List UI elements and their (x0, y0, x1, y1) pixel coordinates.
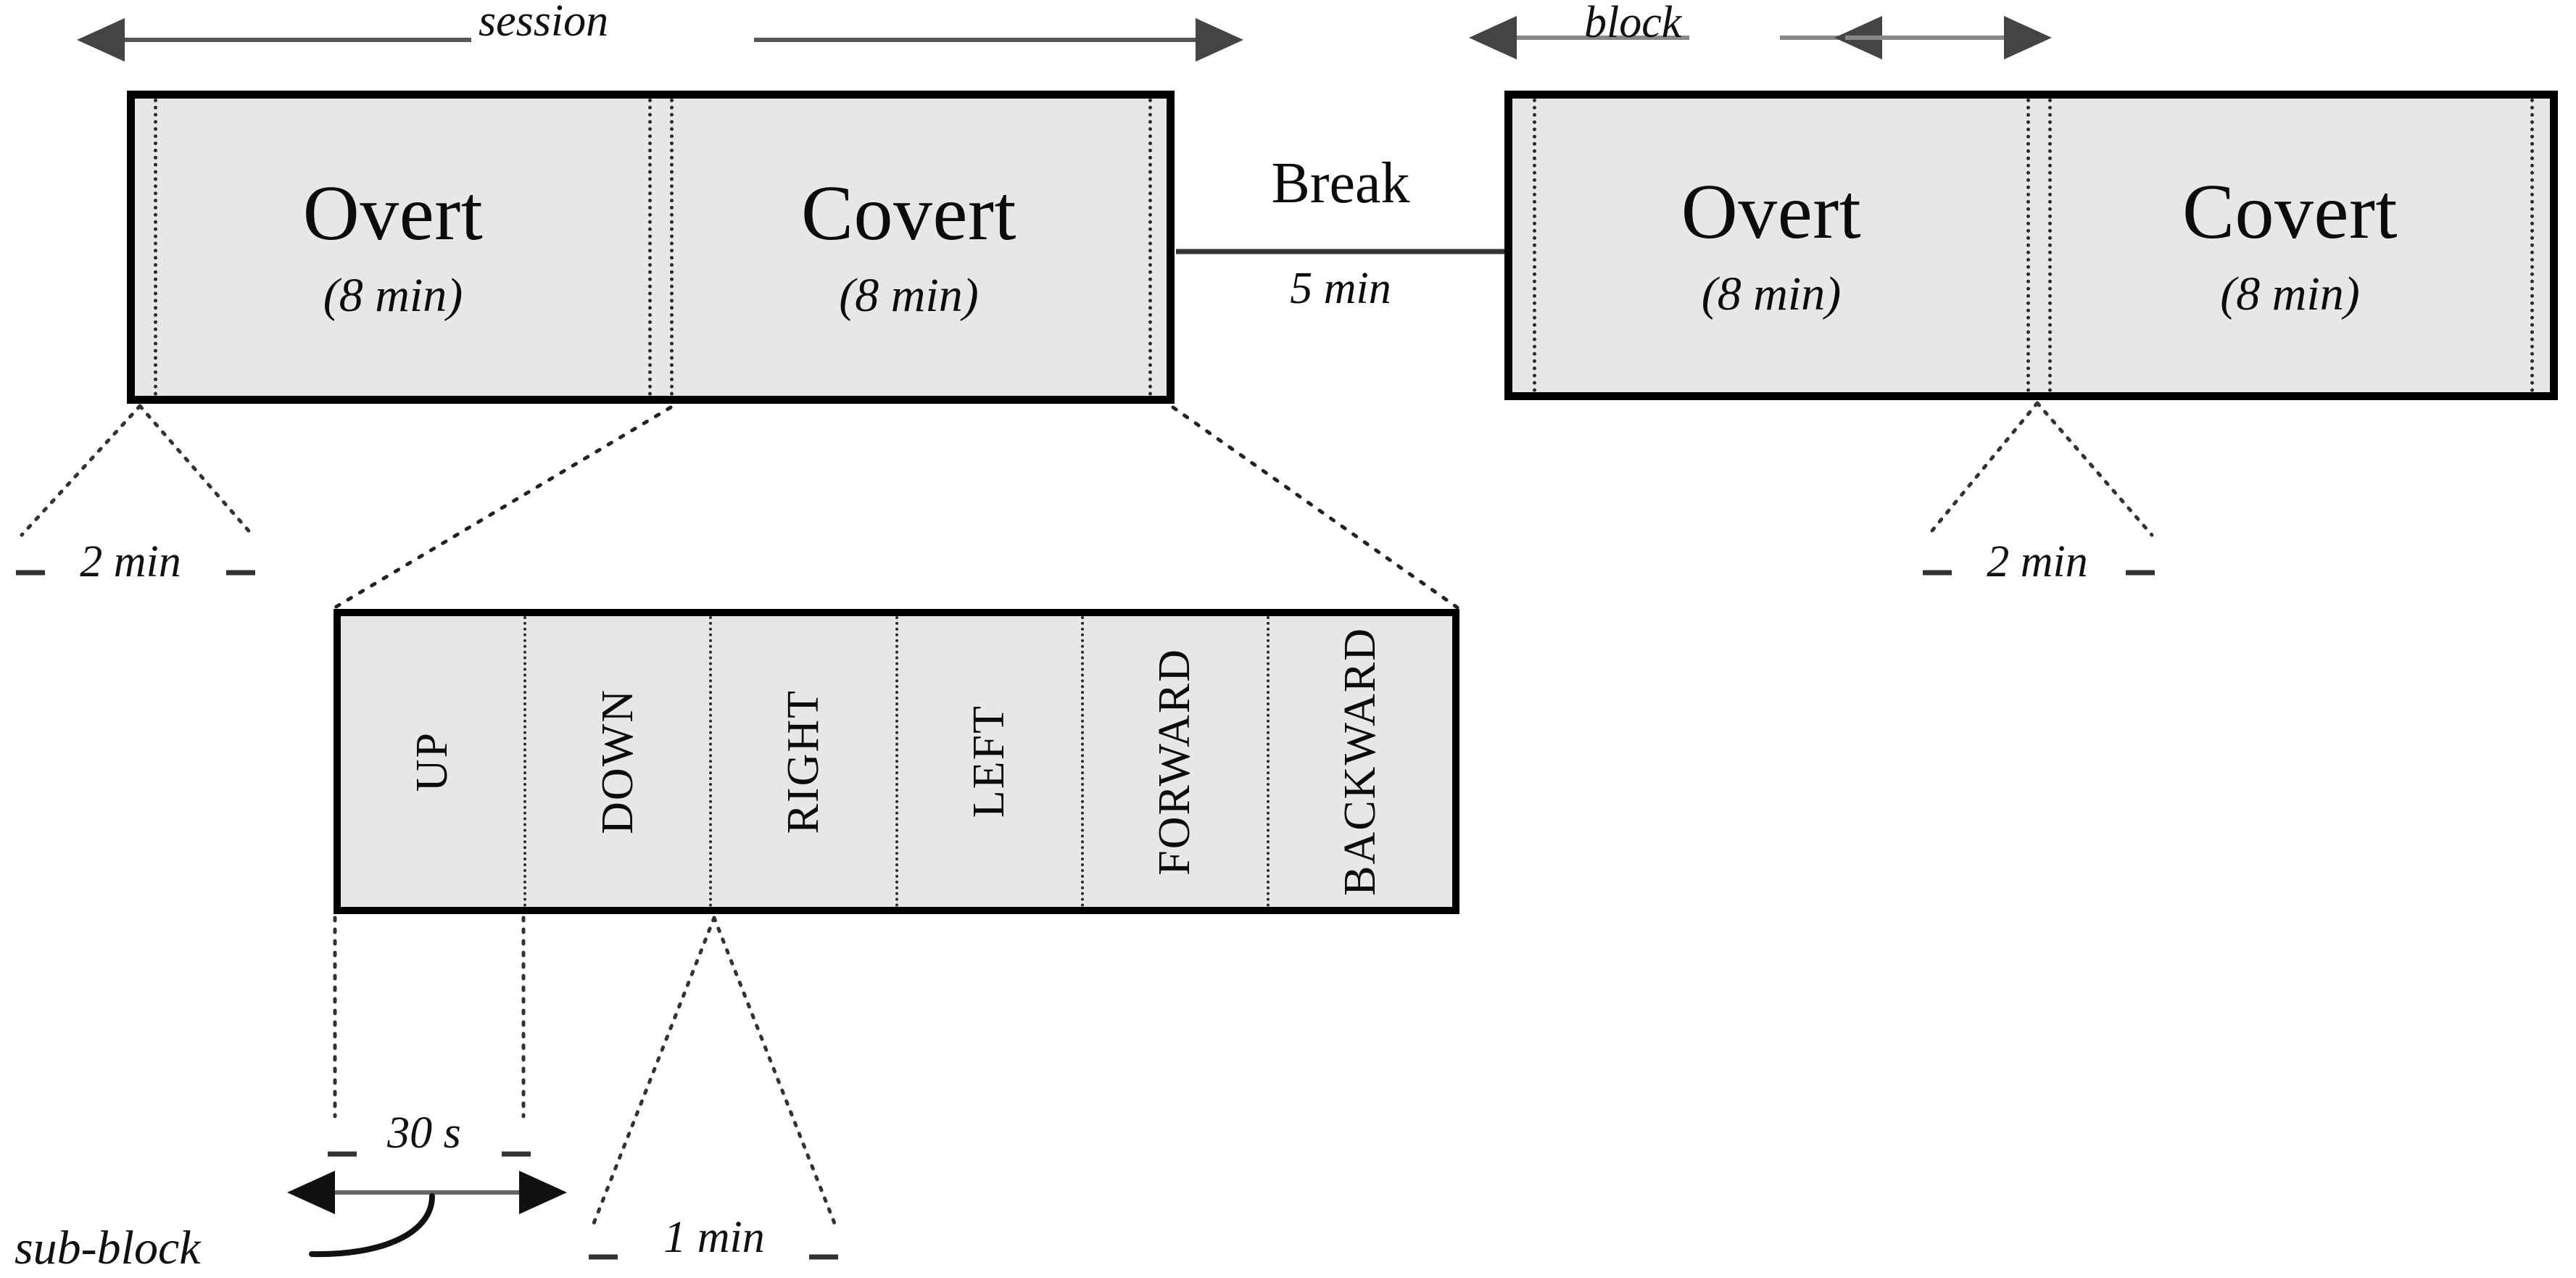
phase-name: Covert (2182, 168, 2398, 255)
subblock-term-label: sub-block (15, 1221, 201, 1274)
rest-marker-mid-a (2026, 99, 2030, 392)
subblock-panel: UP DOWN RIGHT LEFT FORWARD BACKWARD (334, 609, 1459, 914)
rest-duration-left-label: 2 min (80, 537, 181, 586)
cue-duration-label: 30 s (387, 1108, 461, 1158)
subblock-cell-label: DOWN (592, 689, 642, 834)
subblock-cell-label: FORWARD (1150, 647, 1200, 876)
rest-marker-mid-b (2048, 99, 2052, 392)
phase-name: Overt (302, 170, 484, 257)
phase-covert-block-1: Covert (8 min) (651, 99, 1167, 396)
subblock-cell-label: RIGHT (778, 689, 828, 834)
subblock-cell-backward: BACKWARD (1270, 616, 1452, 907)
break-label: Break (1271, 152, 1410, 215)
session-dimension-label: session (479, 0, 609, 46)
subblock-cell-left: LEFT (898, 616, 1084, 907)
subblock-cell-label: BACKWARD (1335, 627, 1386, 896)
block-dimension-label: block (1584, 0, 1682, 47)
phase-duration: (8 min) (323, 269, 463, 322)
rest-marker-start (154, 99, 157, 396)
session-block-1: Overt (8 min) Covert (8 min) (127, 91, 1175, 404)
trial-duration-leader (589, 916, 838, 1260)
subblock-expansion-lines (333, 405, 1459, 610)
rest-marker-end (2530, 99, 2534, 392)
subblock-cell-forward: FORWARD (1084, 616, 1270, 907)
rest-marker-mid-a (648, 99, 652, 396)
phase-name: Overt (1681, 168, 1862, 255)
phase-overt-block-2: Overt (8 min) (1512, 99, 2030, 392)
break-duration: 5 min (1290, 264, 1391, 313)
session-block-2: Overt (8 min) Covert (8 min) (1504, 91, 2558, 400)
rest-duration-right-label: 2 min (1987, 537, 2088, 586)
subblock-cell-label: UP (407, 731, 457, 792)
phase-duration: (8 min) (1701, 267, 1842, 320)
phase-duration: (8 min) (839, 269, 979, 322)
phase-duration: (8 min) (2220, 267, 2360, 320)
rest-marker-start (1533, 99, 1536, 392)
rest-marker-mid-b (670, 99, 674, 396)
subblock-cell-up: UP (341, 616, 527, 907)
rest-marker-end (1148, 99, 1152, 396)
phase-covert-block-2: Covert (8 min) (2030, 99, 2550, 392)
phase-overt-block-1: Overt (8 min) (135, 99, 651, 396)
subblock-cell-label: LEFT (964, 705, 1014, 818)
subblock-measure-arrow (287, 1171, 567, 1258)
trial-duration-label: 1 min (663, 1213, 765, 1262)
subblock-cell-down: DOWN (526, 616, 713, 907)
phase-name: Covert (801, 170, 1016, 257)
subblock-cell-right: RIGHT (712, 616, 898, 907)
